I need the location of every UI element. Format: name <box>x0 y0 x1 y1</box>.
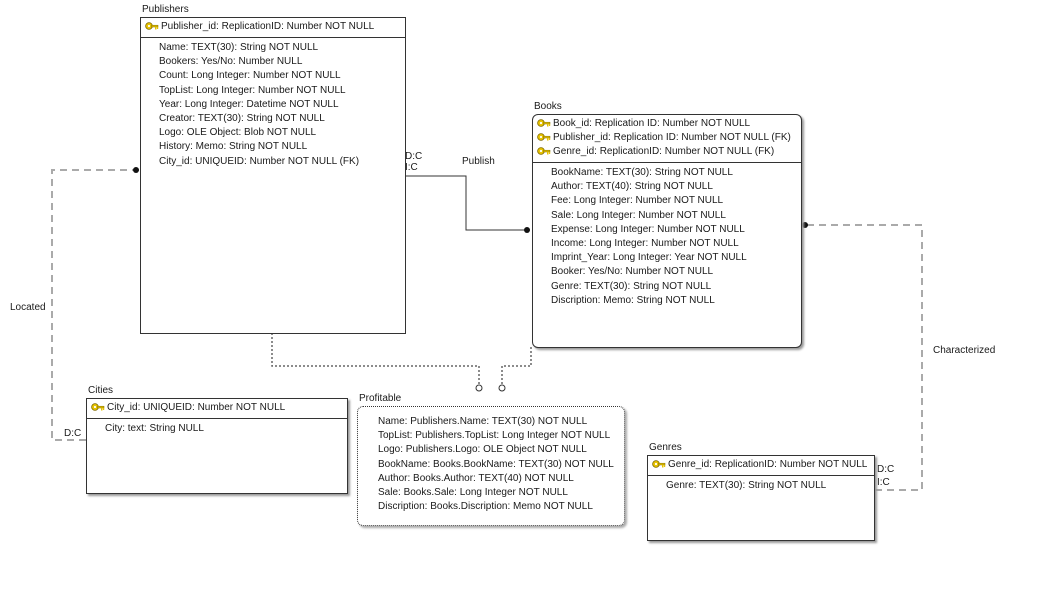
attribute-section: Name: Publishers.Name: TEXT(30) NOT NULL… <box>358 407 624 516</box>
entity-title: Cities <box>88 385 114 396</box>
attribute-row: Fee: Long Integer: Number NOT NULL <box>551 195 724 207</box>
attribute-row: TopList: Publishers.TopList: Long Intege… <box>378 430 611 442</box>
attribute-row: Author: Books.Author: TEXT(40) NOT NULL <box>378 472 574 484</box>
key-icon <box>91 403 105 411</box>
attribute-section: Name: TEXT(30): String NOT NULL Bookers:… <box>141 38 405 171</box>
attribute-row: Author: TEXT(40): String NOT NULL <box>551 181 713 193</box>
attribute-row: Discription: Books.Discription: Memo NOT… <box>378 501 593 513</box>
entity-publishers[interactable]: Publishers Publisher_id: ReplicationID: … <box>140 4 406 334</box>
attribute-row: Genre: TEXT(30): String NOT NULL <box>666 480 827 491</box>
attribute-row: Sale: Long Integer: Number NOT NULL <box>551 209 726 221</box>
attribute-row: Creator: TEXT(30): String NOT NULL <box>159 112 325 124</box>
characterized-end-dot <box>802 222 808 228</box>
attribute-row: City_id: UNIQUEID: Number NOT NULL (FK) <box>159 155 360 167</box>
key-text: Book_id: Replication ID: Number NOT NULL <box>553 118 751 129</box>
publish-label: Publish <box>462 156 495 167</box>
publish-card-bottom: I:C <box>405 162 418 173</box>
key-icon <box>652 460 666 468</box>
key-row: Publisher_id: ReplicationID: Number NOT … <box>143 20 403 34</box>
key-row: Genre_id: ReplicationID: Number NOT NULL… <box>535 145 799 159</box>
key-text: Genre_id: ReplicationID: Number NOT NULL… <box>553 146 775 157</box>
attribute-row: Expense: Long Integer: Number NOT NULL <box>551 223 745 235</box>
attribute-row: Count: Long Integer: Number NOT NULL <box>159 70 341 82</box>
key-icon <box>537 133 551 141</box>
attribute-row: Logo: OLE Object: Blob NOT NULL <box>159 127 317 139</box>
key-text: Genre_id: ReplicationID: Number NOT NULL <box>668 459 868 470</box>
attribute-section: Genre: TEXT(30): String NOT NULL <box>648 476 874 495</box>
key-text: Publisher_id: Replication ID: Number NOT… <box>553 132 791 143</box>
entity-title: Profitable <box>359 393 402 404</box>
characterized-label: Characterized <box>933 345 996 356</box>
view-dependency-publishers <box>271 333 480 384</box>
attribute-row: City: text: String NULL <box>105 423 204 434</box>
located-end-dot <box>133 167 139 173</box>
attribute-row: Discription: Memo: String NOT NULL <box>551 294 715 306</box>
view-profitable[interactable]: Profitable Name: Publishers.Name: TEXT(3… <box>357 393 625 526</box>
characterized-card-top: D:C <box>877 464 895 475</box>
entity-genres[interactable]: Genres Genre_id: ReplicationID: Number N… <box>647 442 875 541</box>
key-text: City_id: UNIQUEID: Number NOT NULL <box>107 402 286 413</box>
attribute-row: Booker: Yes/No: Number NOT NULL <box>551 266 714 278</box>
attribute-row: Sale: Books.Sale: Long Integer NOT NULL <box>378 486 568 498</box>
attribute-row: Name: TEXT(30): String NOT NULL <box>159 42 319 53</box>
entity-books[interactable]: Books Book_id: Replication ID: Number NO… <box>532 101 802 348</box>
view-dependency-books <box>501 347 532 384</box>
key-text: Publisher_id: ReplicationID: Number NOT … <box>161 21 375 32</box>
primary-key-section: Book_id: Replication ID: Number NOT NULL… <box>533 115 801 163</box>
primary-key-section: City_id: UNIQUEID: Number NOT NULL <box>87 399 347 419</box>
entity-cities[interactable]: Cities City_id: UNIQUEID: Number NOT NUL… <box>86 385 348 494</box>
attribute-row: History: Memo: String NOT NULL <box>159 141 308 153</box>
attribute-row: Name: Publishers.Name: TEXT(30) NOT NULL <box>378 416 588 427</box>
key-row: Publisher_id: Replication ID: Number NOT… <box>535 131 799 145</box>
attribute-row: Income: Long Integer: Number NOT NULL <box>551 237 739 249</box>
primary-key-section: Publisher_id: ReplicationID: Number NOT … <box>141 18 405 38</box>
attribute-section: BookName: TEXT(30): String NOT NULL Auth… <box>533 163 801 310</box>
entity-title: Genres <box>649 442 682 453</box>
located-label: Located <box>10 302 46 313</box>
located-line <box>51 169 140 441</box>
attribute-row: Bookers: Yes/No: Number NULL <box>159 56 303 68</box>
key-row: City_id: UNIQUEID: Number NOT NULL <box>89 401 345 415</box>
attribute-row: Genre: TEXT(30): String NOT NULL <box>551 280 712 292</box>
publish-end-dot <box>524 227 530 233</box>
attribute-row: BookName: Books.BookName: TEXT(30) NOT N… <box>378 458 614 470</box>
attribute-row: Year: Long Integer: Datetime NOT NULL <box>159 98 339 110</box>
characterized-card-bottom: I:C <box>877 477 890 488</box>
entity-title: Publishers <box>142 4 189 15</box>
key-icon <box>537 147 551 155</box>
characterized-line <box>802 224 923 491</box>
key-icon <box>537 119 551 127</box>
attribute-row: Imprint_Year: Long Integer: Year NOT NUL… <box>551 252 747 264</box>
primary-key-section: Genre_id: ReplicationID: Number NOT NULL <box>648 456 874 476</box>
publish-card-top: D:C <box>405 151 423 162</box>
located-card: D:C <box>64 428 82 439</box>
key-row: Book_id: Replication ID: Number NOT NULL <box>535 117 799 131</box>
entity-title: Books <box>534 101 562 112</box>
attribute-section: City: text: String NULL <box>87 419 347 438</box>
attribute-row: BookName: TEXT(30): String NOT NULL <box>551 167 733 178</box>
key-icon <box>145 22 159 30</box>
attribute-row: Logo: Publishers.Logo: OLE Object NOT NU… <box>378 444 587 456</box>
key-row: Genre_id: ReplicationID: Number NOT NULL <box>650 458 872 472</box>
publish-line <box>405 175 530 231</box>
attribute-row: TopList: Long Integer: Number NOT NULL <box>159 84 346 96</box>
